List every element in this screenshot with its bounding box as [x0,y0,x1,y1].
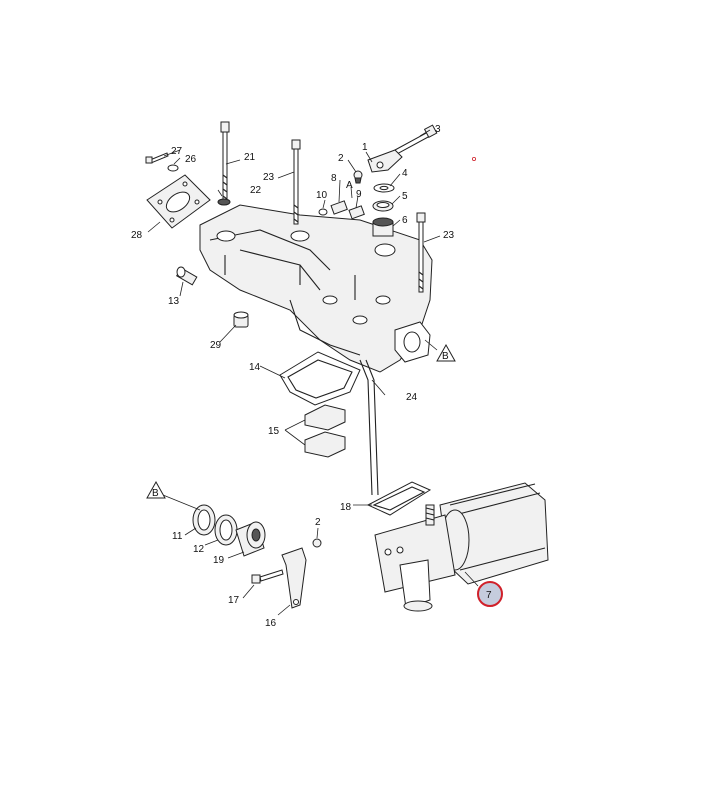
callout-22: 22 [250,185,262,196]
callout-26: 26 [185,154,197,165]
gasket-18 [366,481,432,516]
callout-29: 29 [210,340,222,351]
actuator-7[interactable] [374,482,549,612]
ref-B-triangle-left: B [146,480,166,499]
cover-plate-28 [146,174,211,229]
highlight-ring [477,581,503,607]
screw-2-top [353,170,363,184]
callout-labels: 1 2 3 4 5 6 8 9 10 A 21 22 23 23 26 27 2… [131,124,455,629]
gasket-14 [279,351,361,406]
callout-18: 18 [340,502,352,513]
callout-11: 11 [172,531,183,542]
washer-22 [217,198,231,206]
callout-21: 21 [244,152,256,163]
callout-2-bottom: 2 [315,517,321,528]
highlighted-callout-7[interactable]: 7 [477,581,503,607]
callout-24: 24 [406,392,418,403]
screw-2-bottom [312,538,322,548]
bearing-6 [372,217,394,237]
tube-line [359,359,379,496]
callout-15: 15 [268,426,280,437]
callout-7: 7 [486,590,492,601]
cap-29 [233,311,249,328]
leader-lines [147,129,479,616]
plug-13 [176,266,198,286]
callout-19: 19 [213,555,225,566]
callout-4: 4 [402,168,408,179]
callout-14: 14 [249,362,261,373]
callout-2-top: 2 [338,153,344,164]
callout-27: 27 [171,146,183,157]
callout-9: 9 [356,189,362,200]
inserts-15 [304,404,346,458]
screw-17 [251,569,284,584]
fitting-8 [330,200,348,215]
washer-4 [373,183,395,193]
callout-17: 17 [228,595,240,606]
seal-12 [214,514,238,546]
ref-A: A [346,180,353,191]
ref-B-label-right: B [442,351,449,362]
callout-1: 1 [362,142,368,153]
callout-10: 10 [316,190,328,201]
bolt-23-right [416,212,426,293]
callout-23-left: 23 [263,172,275,183]
callout-16: 16 [265,618,277,629]
lever-1 [367,149,403,173]
seal-11 [192,504,216,536]
fitting-9 [348,205,365,220]
ref-B-triangle-right: B [436,343,456,362]
callout-13: 13 [168,296,180,307]
washer-26 [167,164,179,172]
bolt-23-left [291,139,301,225]
valve-housing-block [199,204,433,373]
callout-12: 12 [193,544,205,555]
callout-8: 8 [331,173,337,184]
stray-dot [471,156,476,161]
callout-28: 28 [131,230,143,241]
lever-16 [281,547,307,609]
screw-27 [145,152,169,164]
callout-5: 5 [402,191,408,202]
callout-23-right: 23 [443,230,455,241]
bolt-21 [220,121,230,203]
seal-5 [372,200,394,212]
callout-3: 3 [435,124,441,135]
roller-19 [235,521,266,557]
callout-6: 6 [402,215,408,226]
ref-B-label-left: B [152,488,159,499]
bolt-3 [394,124,438,155]
ring-10 [318,208,328,216]
